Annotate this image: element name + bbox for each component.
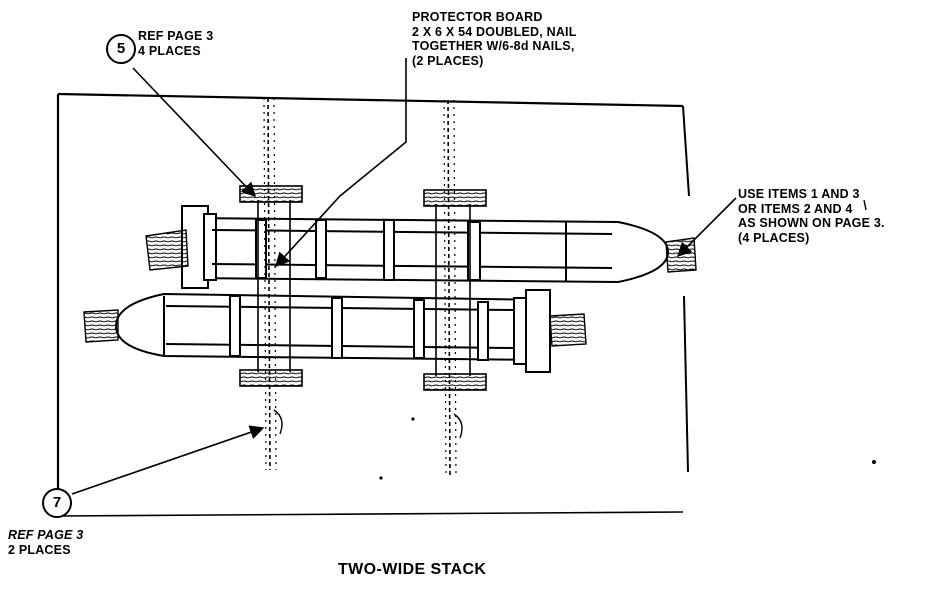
callout-7-circle: 7 xyxy=(42,488,72,518)
items-line-2: OR ITEMS 2 AND 4 xyxy=(738,201,853,216)
binder-straps xyxy=(257,200,471,376)
callout-7-line-1: REF PAGE 3 xyxy=(8,528,84,542)
figure-caption: TWO-WIDE STACK xyxy=(338,561,487,578)
protector-line-1: PROTECTOR BOARD xyxy=(412,10,543,24)
callout-7-text: REF PAGE 3 2 PLACES xyxy=(8,528,83,557)
protector-line-2: 2 X 6 X 54 DOUBLED, NAIL xyxy=(412,24,577,39)
protector-board-text: PROTECTOR BOARD 2 X 6 X 54 DOUBLED, NAIL… xyxy=(412,10,577,68)
platform-panel xyxy=(56,92,690,517)
callout-5-line-2: 4 PLACES xyxy=(138,43,201,58)
stray-marks xyxy=(379,199,876,480)
protector-line-3: TOGETHER W/6-8d NAILS, xyxy=(412,39,575,53)
lower-end-straps xyxy=(83,309,587,347)
callout-7-line-2: 2 PLACES xyxy=(8,542,71,557)
lower-cylinder xyxy=(114,289,551,373)
items-line-4: (4 PLACES) xyxy=(738,230,810,245)
tie-down-chains xyxy=(263,97,463,477)
callout-5-line-1: REF PAGE 3 xyxy=(138,29,214,43)
protector-line-4: (2 PLACES) xyxy=(412,53,484,68)
items-line-3: AS SHOWN ON PAGE 3. xyxy=(738,216,885,230)
callout-5-text: REF PAGE 3 4 PLACES xyxy=(138,29,213,58)
items-callout-text: USE ITEMS 1 AND 3 OR ITEMS 2 AND 4 AS SH… xyxy=(738,187,885,245)
upper-cylinder xyxy=(181,205,670,289)
items-line-1: USE ITEMS 1 AND 3 xyxy=(738,187,860,201)
leader-lines xyxy=(71,58,737,495)
callout-5-circle: 5 xyxy=(106,34,136,64)
